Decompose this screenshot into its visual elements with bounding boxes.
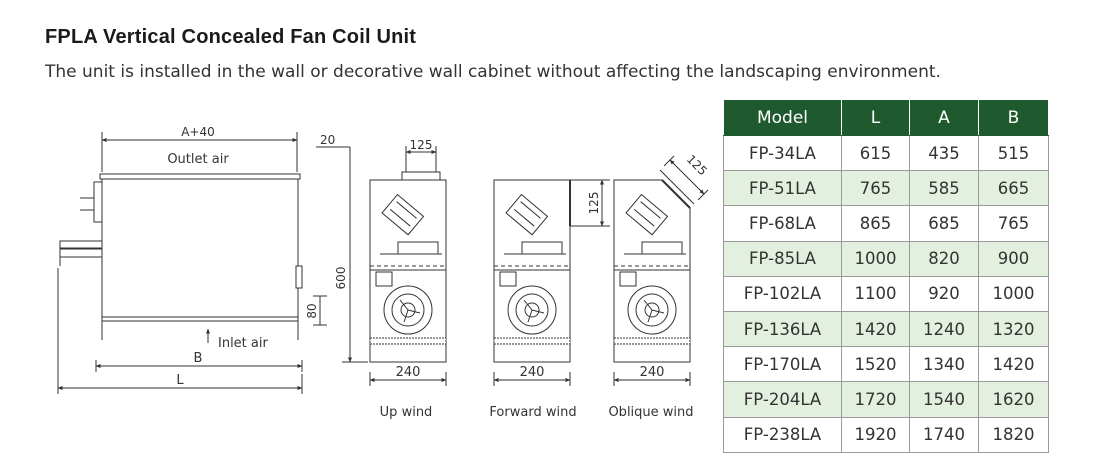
dim-240-forward-label: 240	[520, 365, 545, 380]
column-header-a: A	[909, 99, 979, 136]
cell-b: 515	[978, 134, 1049, 172]
cell-model: FP-136LA	[723, 310, 842, 348]
cell-l: 1420	[841, 310, 910, 348]
cell-model: FP-204LA	[723, 381, 842, 418]
caption-oblique-wind: Oblique wind	[608, 405, 693, 420]
table-row: FP-238LA 1920 1740 1820	[723, 416, 1049, 453]
cell-l: 1920	[841, 416, 910, 453]
cell-l: 1000	[841, 240, 910, 277]
caption-up-wind: Up wind	[380, 405, 433, 420]
forward-wind-view	[493, 179, 610, 386]
dim-240-oblique-label: 240	[640, 365, 665, 380]
fan-coil-technical-drawing: A+40 Outlet air Inlet air B L 20 600 80 …	[57, 125, 710, 420]
table-header-row: Model L A B	[723, 99, 1049, 136]
dim-240-up-label: 240	[396, 365, 421, 380]
cell-b: 1320	[978, 310, 1049, 348]
table-row: FP-68LA 865 685 765	[723, 205, 1049, 242]
dim-125-oblique-label: 125	[684, 152, 710, 178]
cell-model: FP-51LA	[723, 170, 842, 207]
cell-b: 1000	[978, 275, 1049, 312]
cell-b: 765	[978, 205, 1049, 242]
page-title: FPLA Vertical Concealed Fan Coil Unit	[45, 26, 417, 48]
column-header-l: L	[841, 99, 910, 136]
cell-a: 1240	[909, 310, 979, 348]
cell-a: 1740	[909, 416, 979, 453]
column-header-b: B	[978, 99, 1049, 136]
cell-a: 1340	[909, 346, 979, 383]
cell-model: FP-102LA	[723, 275, 842, 312]
inlet-air-label: Inlet air	[218, 336, 268, 351]
cell-a: 1540	[909, 381, 979, 418]
cell-a: 685	[909, 205, 979, 242]
cell-l: 615	[841, 134, 910, 172]
cell-l: 1520	[841, 346, 910, 383]
cell-l: 1720	[841, 381, 910, 418]
table-row: FP-170LA 1520 1340 1420	[723, 346, 1049, 383]
cell-l: 1100	[841, 275, 910, 312]
cell-l: 865	[841, 205, 910, 242]
cell-a: 920	[909, 275, 979, 312]
column-header-model: Model	[723, 99, 842, 136]
height-dimensions	[313, 146, 368, 363]
table-row: FP-136LA 1420 1240 1320	[723, 310, 1049, 348]
cell-b: 1820	[978, 416, 1049, 453]
dim-125-up-label: 125	[410, 138, 433, 152]
dim-l-label: L	[176, 373, 184, 388]
table-row: FP-102LA 1100 920 1000	[723, 275, 1049, 312]
cell-model: FP-170LA	[723, 346, 842, 383]
cell-b: 900	[978, 240, 1049, 277]
table-row: FP-51LA 765 585 665	[723, 170, 1049, 207]
up-wind-view	[369, 146, 447, 386]
cell-l: 765	[841, 170, 910, 207]
cell-b: 1420	[978, 346, 1049, 383]
table-row: FP-85LA 1000 820 900	[723, 240, 1049, 277]
cell-model: FP-68LA	[723, 205, 842, 242]
cell-a: 585	[909, 170, 979, 207]
cell-b: 1620	[978, 381, 1049, 418]
dim-125-forward-label: 125	[587, 192, 601, 215]
dim-20-label: 20	[320, 133, 335, 147]
page-subtitle: The unit is installed in the wall or dec…	[45, 62, 941, 82]
caption-forward-wind: Forward wind	[489, 405, 576, 420]
dim-b-label: B	[194, 351, 203, 366]
front-view	[57, 132, 303, 394]
table-row: FP-204LA 1720 1540 1620	[723, 381, 1049, 418]
dim-a40-label: A+40	[181, 125, 215, 139]
table-row: FP-34LA 615 435 515	[723, 134, 1049, 172]
cell-a: 820	[909, 240, 979, 277]
outlet-air-label: Outlet air	[167, 152, 229, 167]
cell-a: 435	[909, 134, 979, 172]
cell-b: 665	[978, 170, 1049, 207]
model-dimensions-table: Model L A B FP-34LA 615 435 515 FP-51LA …	[723, 99, 1049, 453]
cell-model: FP-85LA	[723, 240, 842, 277]
oblique-wind-view	[613, 155, 709, 386]
cell-model: FP-238LA	[723, 416, 842, 453]
cell-model: FP-34LA	[723, 134, 842, 172]
dim-80-label: 80	[305, 303, 319, 318]
dim-600-label: 600	[334, 267, 348, 290]
